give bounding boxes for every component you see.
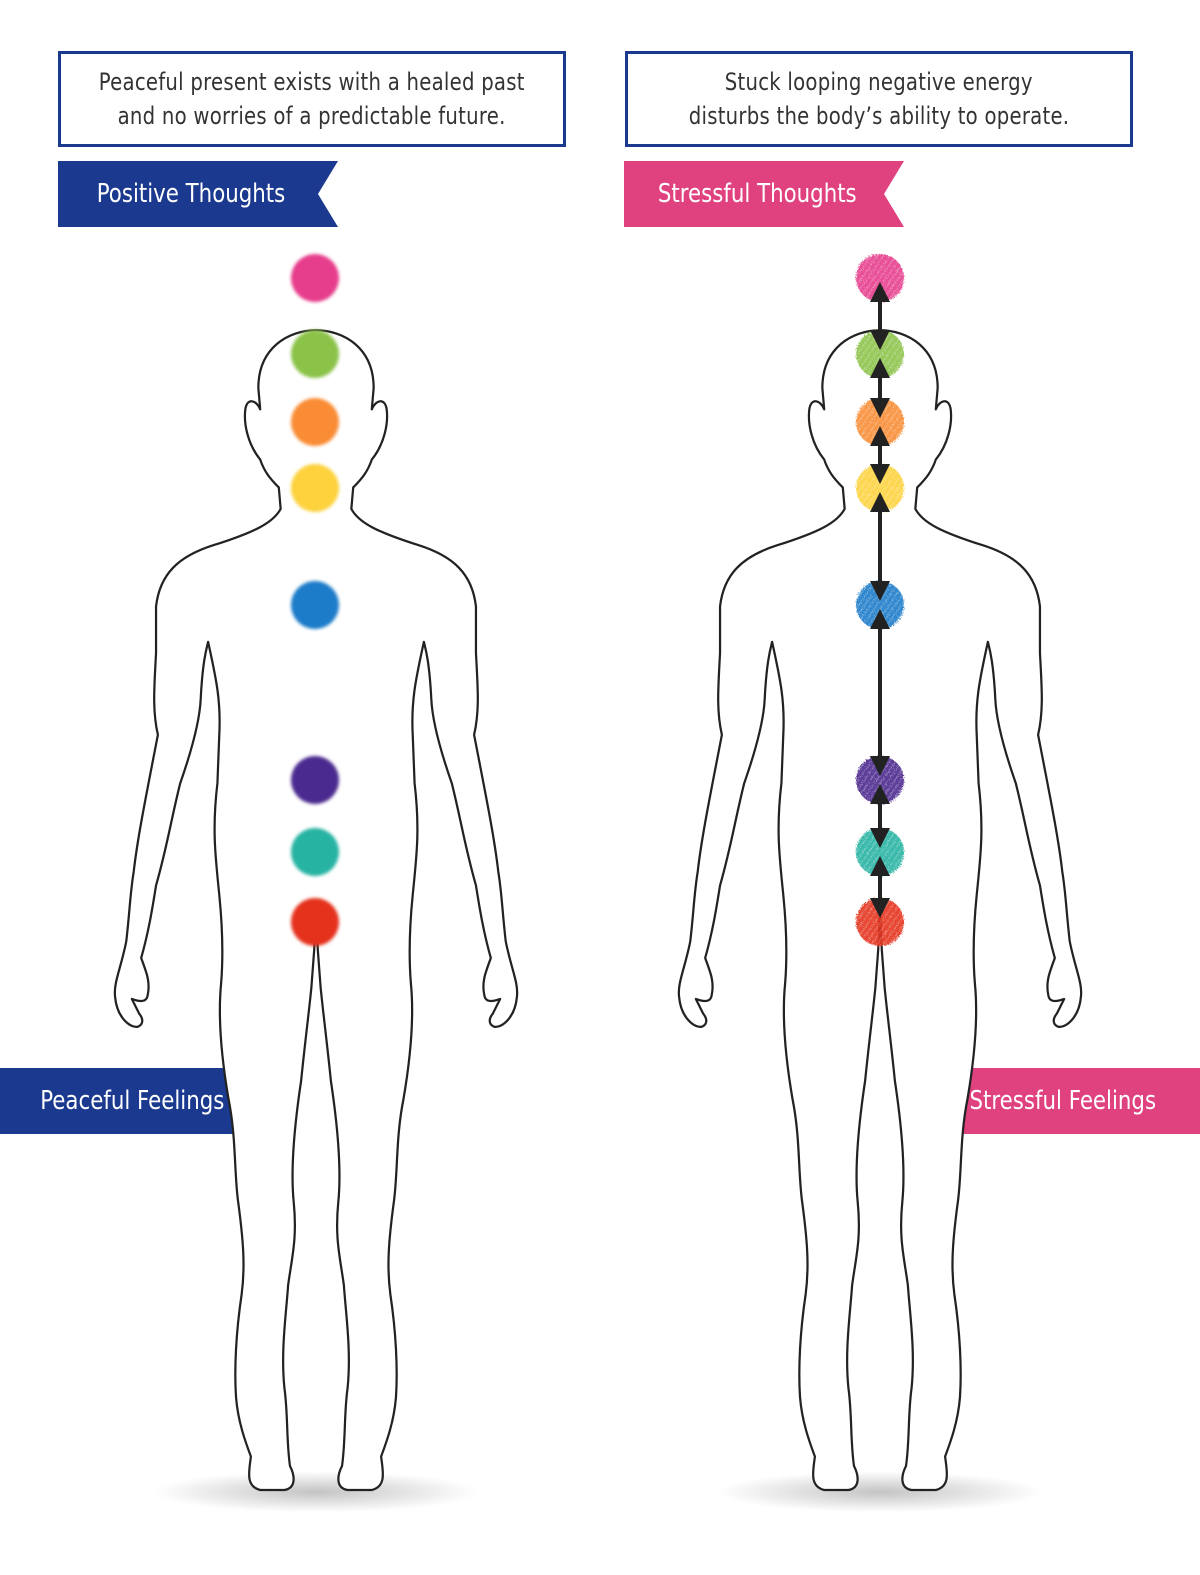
- energy-center-dot: [291, 756, 339, 804]
- scribbled-energy-center: [856, 898, 904, 946]
- scribbled-energy-center: [856, 330, 904, 378]
- scribbled-energy-center: [856, 756, 904, 804]
- positive-description-line-1: Peaceful present exists with a healed pa…: [99, 68, 525, 96]
- peaceful-feelings-label: Peaceful Feelings: [40, 1086, 225, 1116]
- stress-energy-centers: [856, 254, 904, 946]
- scribbled-energy-center: [856, 464, 904, 512]
- stressful-thoughts-banner: Stressful Thoughts: [624, 161, 904, 227]
- calm-energy-centers: [291, 254, 339, 946]
- scribbled-energy-center: [856, 254, 904, 302]
- stress-description-line-2: disturbs the body’s ability to operate.: [688, 102, 1070, 130]
- positive-thoughts-banner: Positive Thoughts: [58, 161, 338, 227]
- stressful-thoughts-label: Stressful Thoughts: [657, 179, 857, 209]
- scribbled-energy-center: [856, 581, 904, 629]
- stressful-feelings-label: Stressful Feelings: [969, 1086, 1156, 1116]
- positive-thoughts-label: Positive Thoughts: [96, 179, 286, 209]
- figure-shadow: [717, 1471, 1043, 1513]
- positive-description-box: Peaceful present exists with a healed pa…: [58, 51, 566, 147]
- energy-center-dot: [291, 581, 339, 629]
- energy-center-dot: [291, 398, 339, 446]
- energy-center-dot: [291, 898, 339, 946]
- scribbled-energy-center: [856, 828, 904, 876]
- energy-center-dot: [291, 464, 339, 512]
- figure-shadow: [153, 1471, 479, 1513]
- scribbled-energy-center: [856, 398, 904, 446]
- stress-description-line-1: Stuck looping negative energy: [725, 68, 1033, 96]
- stress-body-figure: [677, 329, 1083, 1513]
- positive-body-figure: [113, 329, 519, 1513]
- stress-description-box: Stuck looping negative energy disturbs t…: [625, 51, 1133, 147]
- energy-center-dot: [291, 828, 339, 876]
- positive-description-line-2: and no worries of a predictable future.: [117, 102, 506, 130]
- energy-center-dot: [291, 254, 339, 302]
- energy-center-dot: [291, 330, 339, 378]
